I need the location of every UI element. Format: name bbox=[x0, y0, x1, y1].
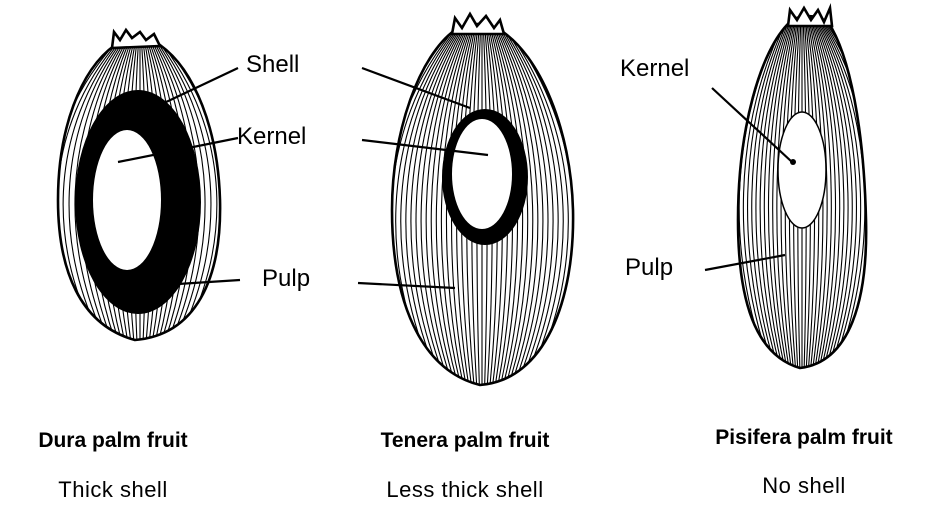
tenera-title: Tenera palm fruit bbox=[381, 429, 550, 452]
pisifera-kernel-label: Kernel bbox=[620, 55, 689, 82]
tenera-crown bbox=[452, 14, 504, 34]
shell-label: Shell bbox=[246, 51, 299, 78]
pisifera-subtitle: No shell bbox=[762, 473, 845, 498]
pisifera-pulp-label: Pulp bbox=[625, 254, 673, 281]
dura-kernel bbox=[93, 130, 161, 270]
dura-crown bbox=[112, 30, 160, 48]
pisifera-title: Pisifera palm fruit bbox=[715, 426, 892, 449]
pulp-label: Pulp bbox=[262, 265, 310, 292]
pisifera-kernel bbox=[778, 112, 826, 228]
pisifera-fruit-illustration bbox=[718, 8, 886, 372]
pisifera-crown bbox=[788, 8, 832, 26]
kernel-label: Kernel bbox=[237, 123, 306, 150]
pisifera-kernel-leader-dot bbox=[790, 159, 796, 165]
tenera-fruit-illustration bbox=[370, 14, 593, 390]
dura-subtitle: Thick shell bbox=[58, 477, 167, 502]
dura-title: Dura palm fruit bbox=[38, 429, 187, 452]
tenera-kernel bbox=[452, 119, 512, 229]
dura-fruit-illustration bbox=[39, 30, 240, 345]
tenera-subtitle: Less thick shell bbox=[386, 477, 543, 502]
